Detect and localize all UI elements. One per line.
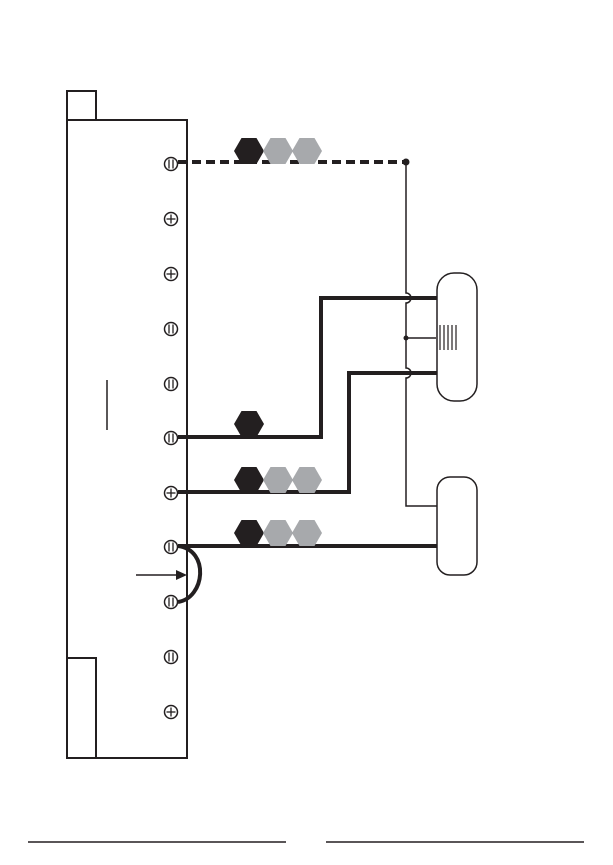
marker-light-hexagon: [292, 520, 322, 546]
marker-dark-hexagon: [234, 411, 264, 437]
marker-light-hexagon: [263, 467, 293, 493]
marker-set-terminal-8: [234, 520, 322, 546]
terminal-2-phillips-screw-icon: [165, 213, 178, 226]
marker-set-terminal-1: [234, 138, 322, 164]
devices: [437, 273, 477, 575]
terminal-4-slot-screw-icon: [165, 323, 178, 336]
marker-dark-hexagon: [234, 520, 264, 546]
thin-vertical-wire: [406, 162, 440, 506]
terminal-6-slot-screw-icon: [165, 432, 178, 445]
terminal-8-slot-screw-icon: [165, 541, 178, 554]
terminal-screws: [165, 158, 178, 719]
terminal-10-slot-screw-icon: [165, 651, 178, 664]
jumper-arrow-head: [176, 570, 187, 580]
marker-light-hexagon: [292, 467, 322, 493]
terminal-1-slot-screw-icon: [165, 158, 178, 171]
thin-wire-junction-dot: [404, 336, 409, 341]
terminal-5-slot-screw-icon: [165, 378, 178, 391]
lower-device: [437, 477, 477, 575]
terminal-block-bottom-panel: [67, 658, 96, 758]
marker-dark-hexagon: [234, 467, 264, 493]
marker-light-hexagon: [263, 520, 293, 546]
jumper-arrow: [136, 570, 187, 580]
wire-markers: [234, 138, 322, 546]
terminal-9-slot-screw-icon: [165, 596, 178, 609]
upper-device: [437, 273, 477, 401]
marker-set-terminal-6: [234, 411, 264, 437]
terminal-11-phillips-screw-icon: [165, 706, 178, 719]
marker-set-terminal-7: [234, 467, 322, 493]
wire-terminal-6: [178, 298, 441, 437]
terminal-block-top-tab: [67, 91, 96, 120]
terminal-3-phillips-screw-icon: [165, 268, 178, 281]
terminal-7-phillips-screw-icon: [165, 487, 178, 500]
